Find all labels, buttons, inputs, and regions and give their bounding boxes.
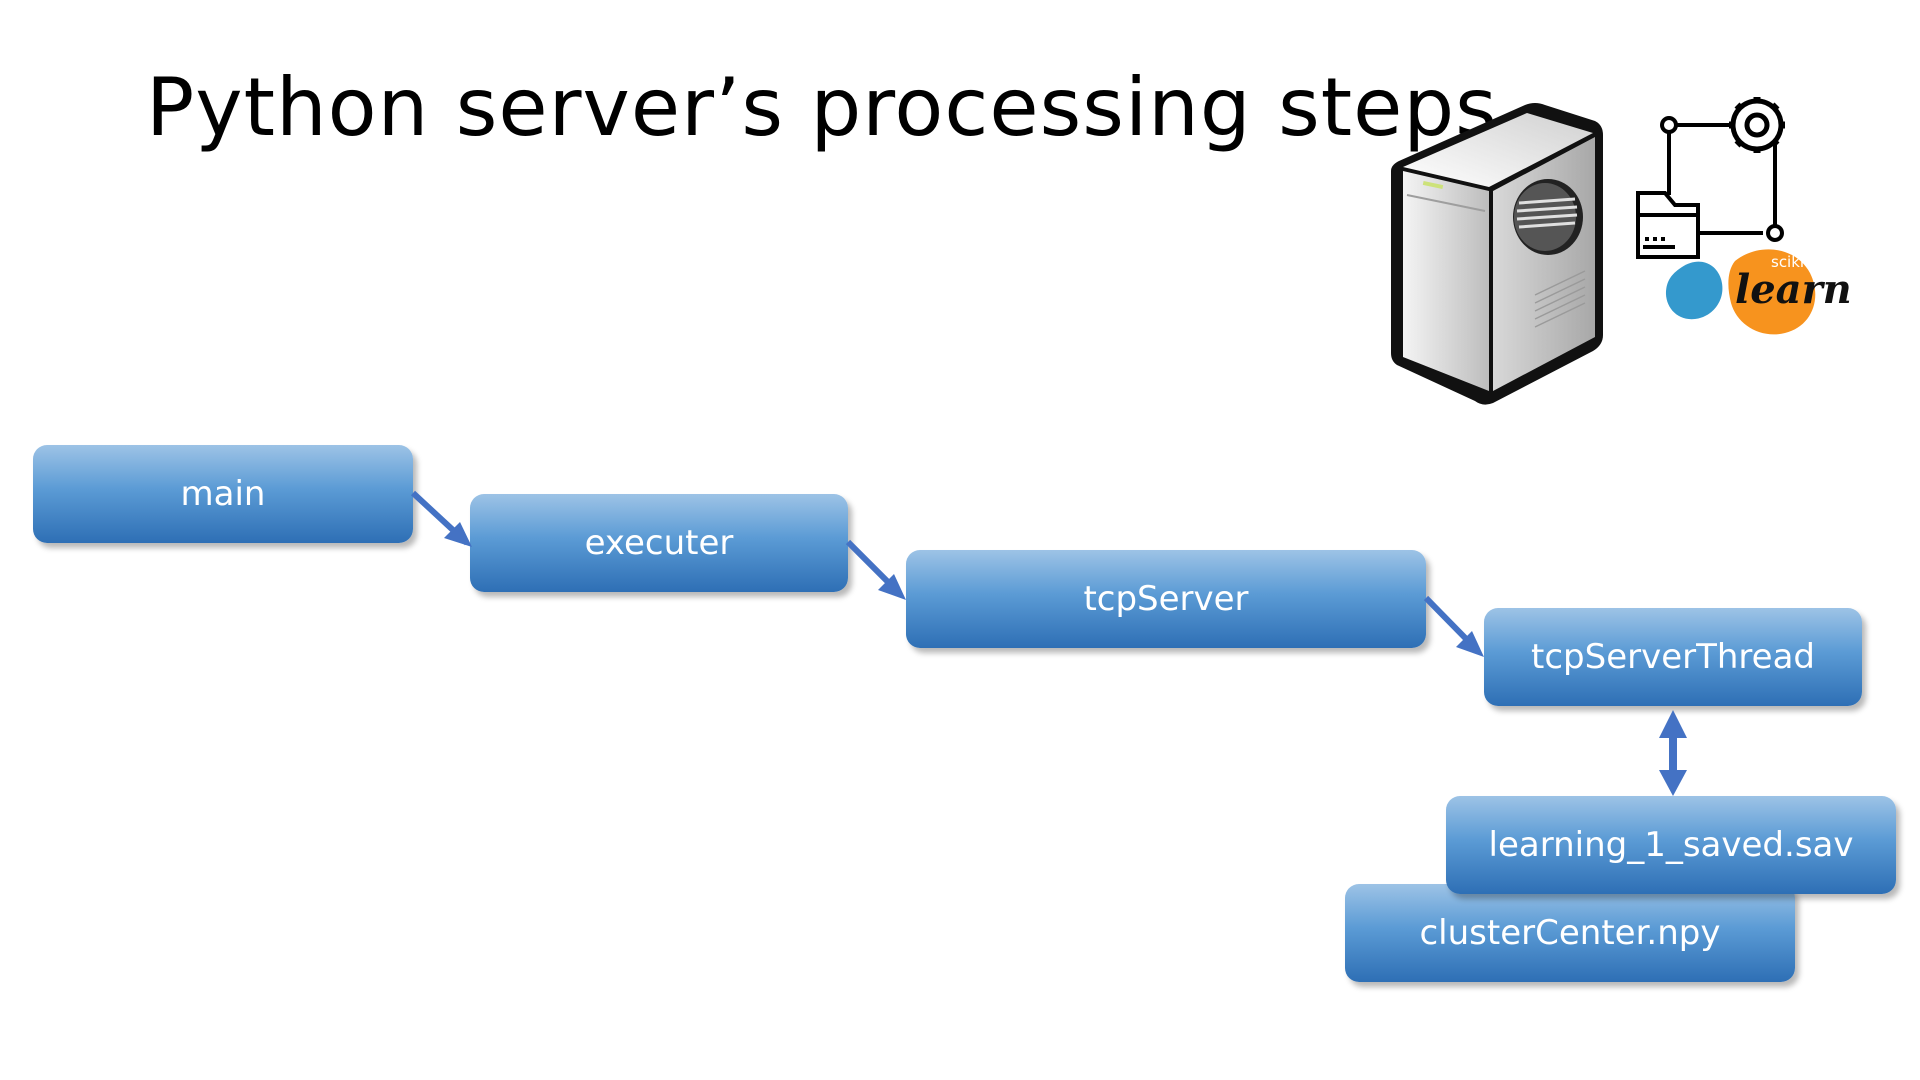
arrow-thread-file-head-down (1659, 770, 1687, 796)
gear-icon (1729, 97, 1785, 153)
scikit-learn-logo: scikit learn (1665, 249, 1852, 335)
arrow-main-to-executer (410, 490, 470, 546)
arrow-executer-to-tcp-server-head (878, 574, 906, 600)
arrow-executer-to-tcp-server (845, 539, 903, 597)
node-tcp-server-thread[interactable]: tcpServerThread (1484, 608, 1862, 706)
folder-dots (1645, 237, 1665, 241)
slide-title: Python server’s processing steps (146, 61, 1498, 154)
node-cluster-center-file[interactable]: clusterCenter.npy (1345, 884, 1795, 982)
node-tcp-server[interactable]: tcpServer (906, 550, 1426, 648)
server-tower-icon (1391, 103, 1603, 405)
arrow-tcp-server-to-thread (1423, 595, 1481, 654)
node-executer[interactable]: executer (470, 494, 848, 592)
arrow-tcp-server-to-thread-head (1456, 631, 1484, 657)
folder-network-icon (1636, 116, 1784, 259)
learn-logo-text: learn (1735, 266, 1852, 313)
scikit-logo-text: scikit (1771, 253, 1810, 271)
server-illustration: scikit learn (1391, 97, 1852, 405)
arrow-main-to-executer-head (444, 522, 472, 547)
arrow-thread-file-shaft (1669, 735, 1677, 775)
arrow-thread-file-head-up (1659, 710, 1687, 738)
node-main[interactable]: main (33, 445, 413, 543)
node-learning-saved-file[interactable]: learning_1_saved.sav (1446, 796, 1896, 894)
